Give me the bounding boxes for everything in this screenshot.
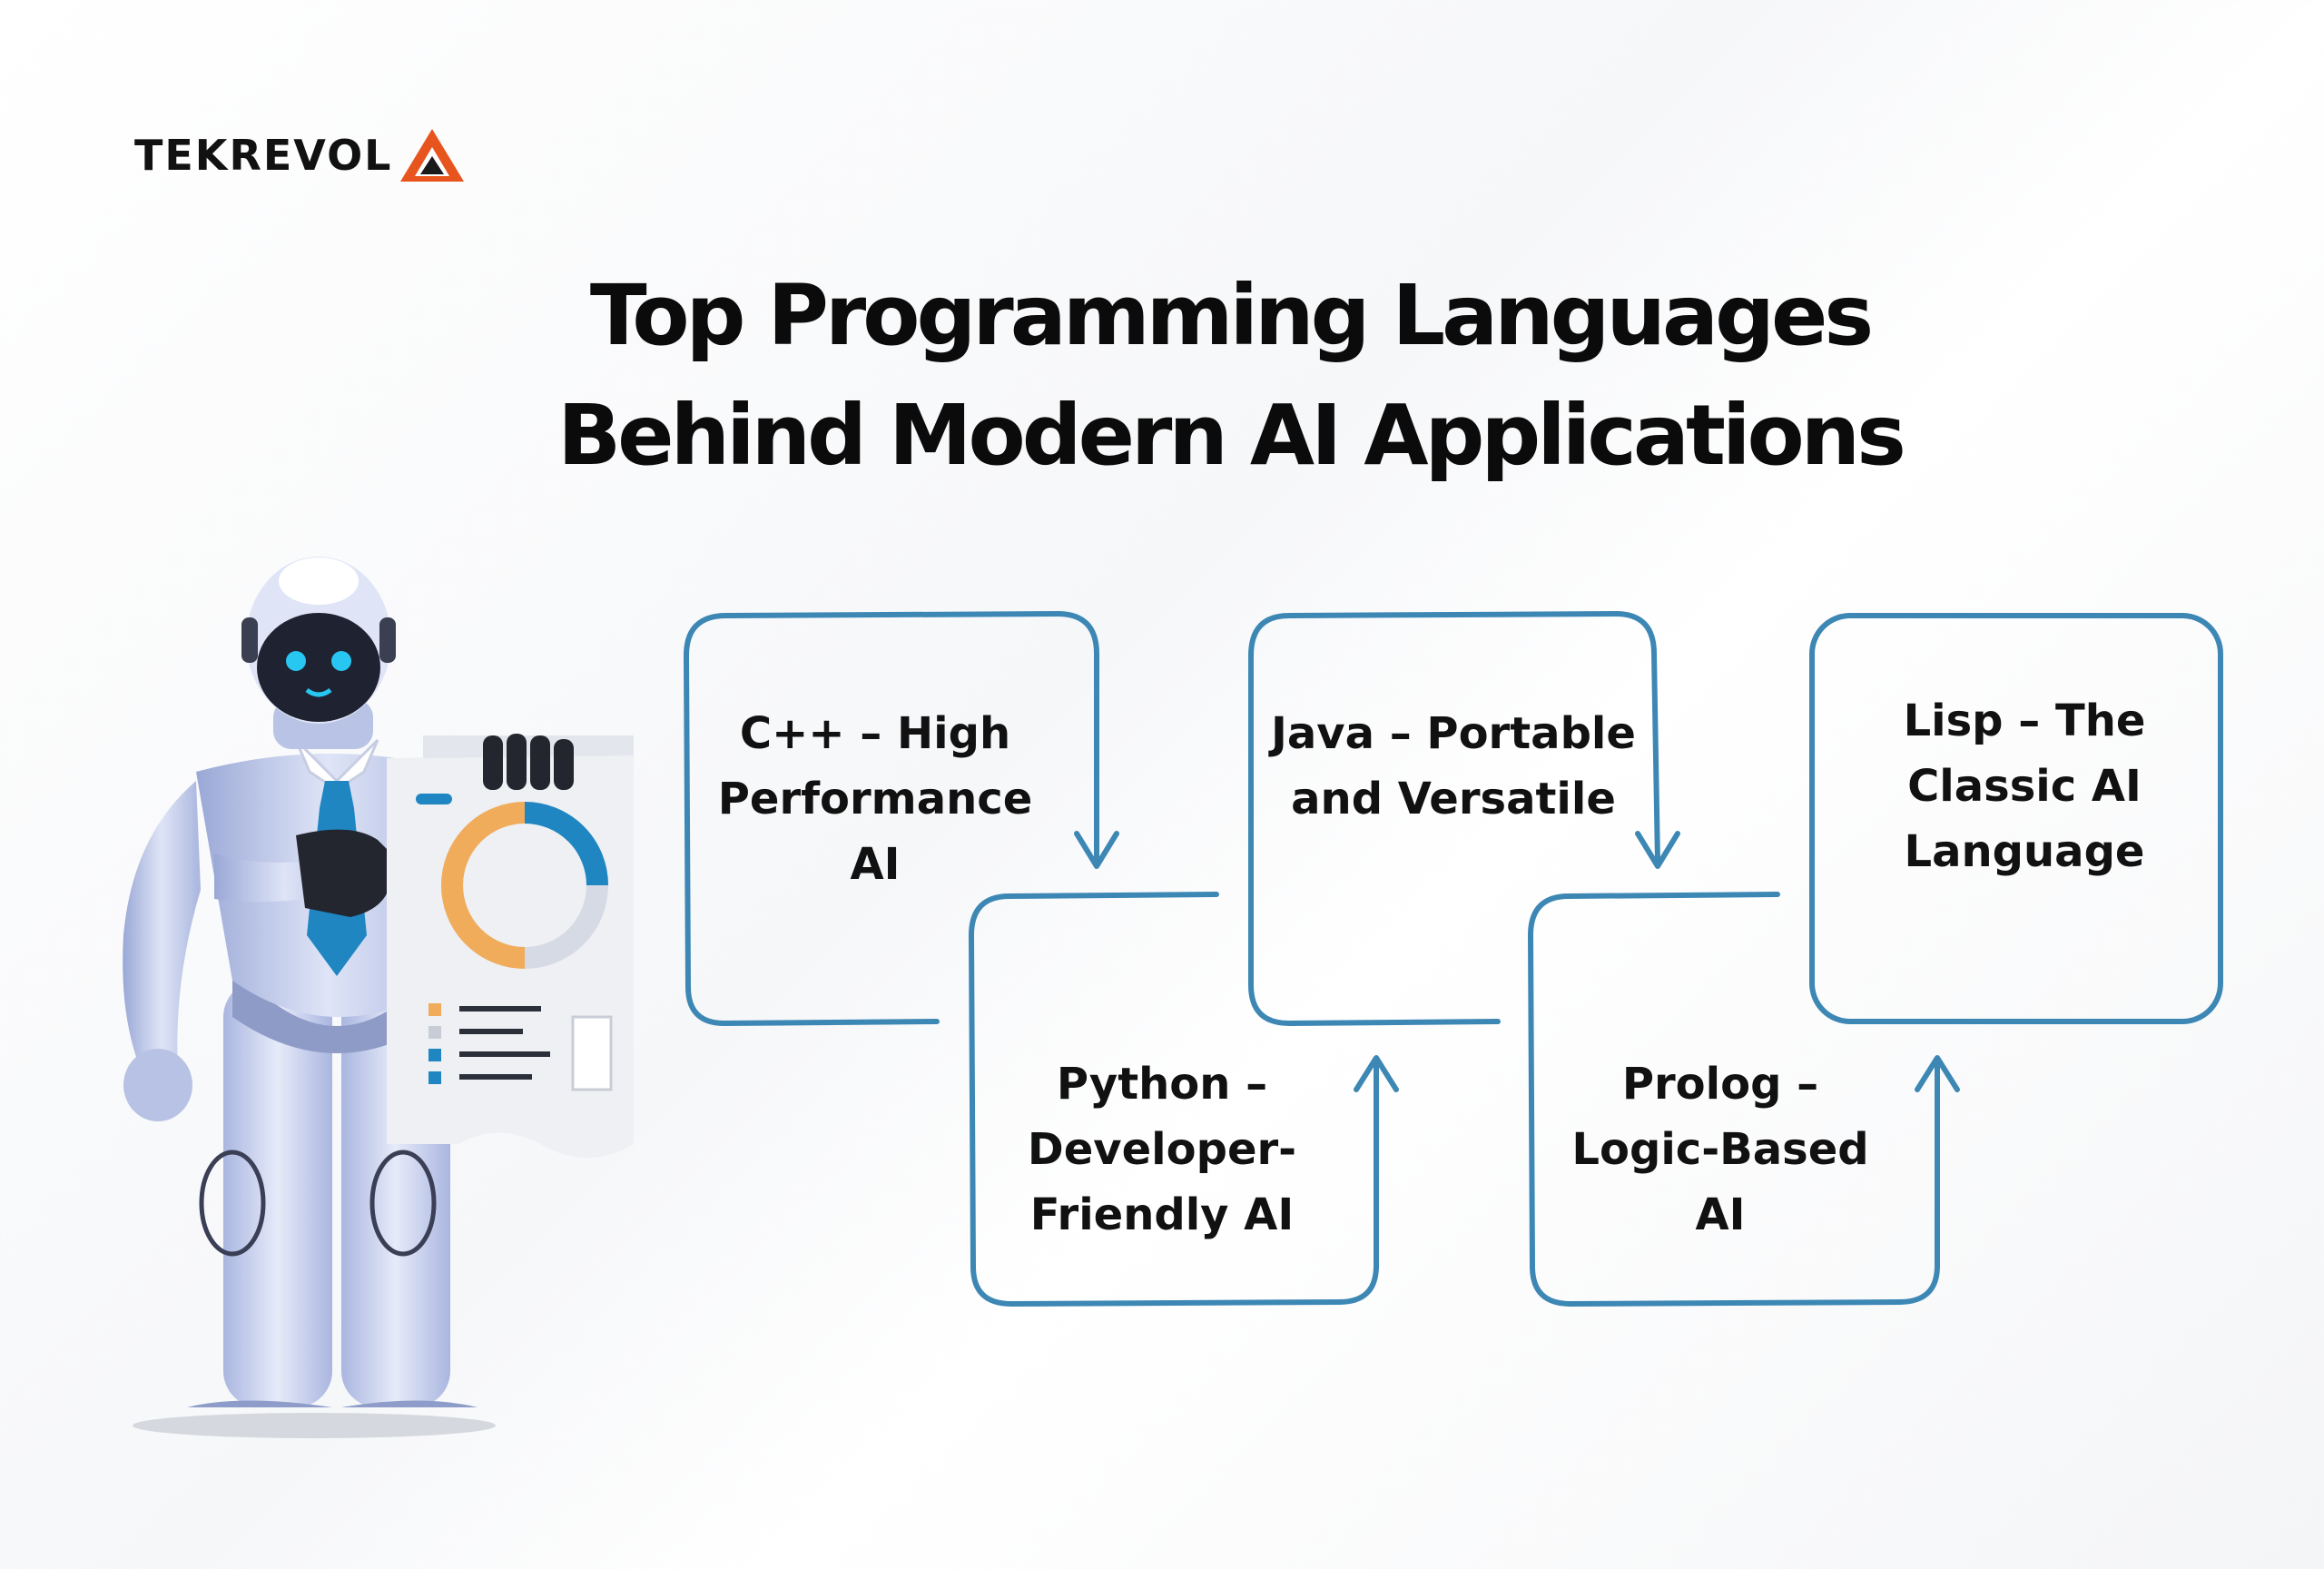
box-cpp	[684, 611, 1099, 1026]
title-line-1: Top Programming Languages	[589, 267, 1874, 364]
brand-logo: TEKREVOL	[134, 127, 466, 183]
box-java	[1248, 611, 1660, 1026]
arrow-prolog-to-lisp	[1915, 1055, 1960, 1092]
node-python-label: Python – Developer-Friendly AI	[1027, 1059, 1297, 1240]
robot-illustration	[123, 557, 634, 1438]
node-cpp-label: C++ – High Performance AI	[717, 708, 1033, 890]
arrow-python-to-java	[1354, 1055, 1399, 1092]
node-java-label: Java – Portable and Versatile	[1271, 708, 1636, 824]
box-prolog	[1528, 892, 1940, 1307]
arrow-cpp-to-python	[1074, 831, 1119, 869]
box-python	[969, 892, 1379, 1307]
box-lisp	[1809, 613, 2223, 1024]
title-line-2: Behind Modern AI Applications	[557, 387, 1906, 484]
triangle-logo-icon	[399, 129, 464, 182]
brand-name: TEKREVOL	[134, 131, 393, 180]
page-title: Top Programming Languages Behind Modern …	[0, 256, 2324, 496]
node-lisp-label: Lisp – The Classic AI Language	[1903, 696, 2146, 877]
arrow-java-to-prolog	[1635, 831, 1680, 869]
node-prolog-label: Prolog – Logic-Based AI	[1571, 1059, 1869, 1240]
